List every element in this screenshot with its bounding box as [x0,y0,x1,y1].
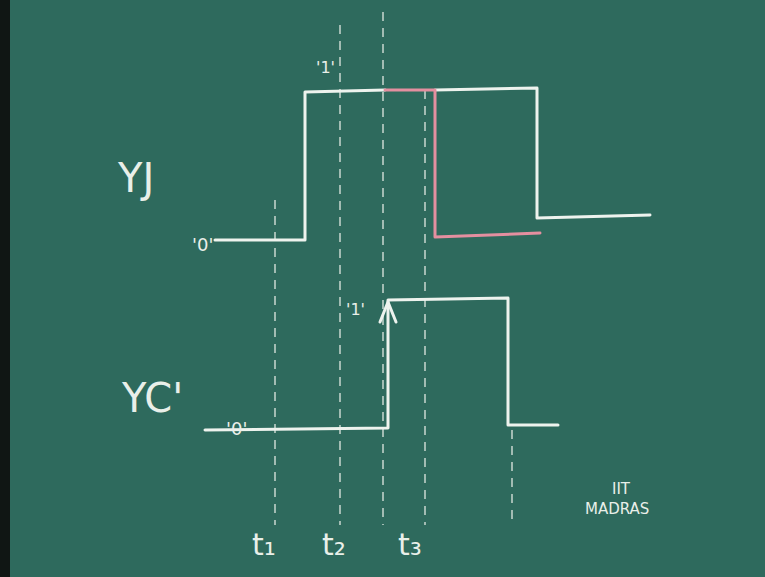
watermark: IIT [612,482,630,497]
board-edge [0,0,10,577]
logic-level: '1' [316,60,335,76]
logic-level: '0' [226,420,247,438]
time-label: t₁ [252,530,276,560]
logic-level: '0' [192,236,213,254]
yj-alternate-waveform [385,90,540,237]
logic-level: '1' [346,302,365,318]
yc-waveform [205,298,558,430]
time-label: t₃ [398,530,422,560]
watermark: MADRAS [585,502,649,517]
time-label: t₂ [322,530,346,560]
yj-waveform [215,88,650,240]
signal-name: YC' [122,378,183,418]
signal-name: YJ [118,158,154,198]
